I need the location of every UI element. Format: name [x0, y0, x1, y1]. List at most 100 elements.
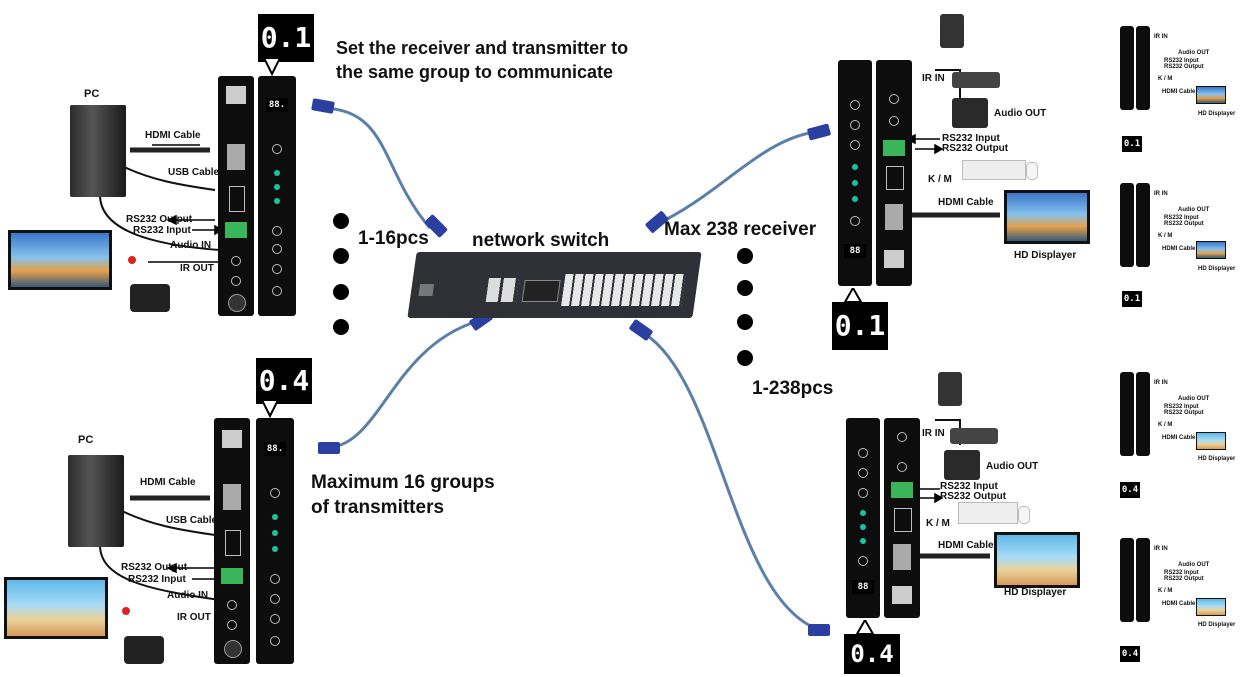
hdmi-cable-label: HDMI Cable: [1162, 601, 1196, 607]
callout-pointer: [855, 620, 875, 635]
hd-displayer-icon: [1196, 86, 1226, 104]
hdmi-cable-label: HDMI Cable: [145, 130, 201, 141]
rx-group-display: 0.4: [844, 634, 900, 674]
ir-in-label: IR IN: [922, 428, 945, 439]
rs232-output-label: RS232 Output: [126, 214, 193, 225]
ir-window-icon: [270, 488, 280, 498]
power-led: [272, 546, 278, 552]
rs232-input-label: RS232 Input: [1164, 570, 1199, 576]
ir-out-label: IR OUT: [180, 263, 214, 274]
rs232-output-label: RS232 Output: [1164, 410, 1204, 416]
lan-port-icon: [222, 430, 242, 448]
hdmi-cable-label: HDMI Cable: [1162, 435, 1196, 441]
hdmi-cable-label: HDMI Cable: [938, 197, 994, 208]
power-led: [274, 198, 280, 204]
rs232-terminal-icon: [883, 140, 905, 156]
audio-jack-icon: [889, 116, 899, 126]
down-button-icon: [858, 448, 868, 458]
audio-in-label: Audio IN: [167, 590, 209, 601]
power-led: [860, 538, 866, 544]
rs232-terminal-icon: [221, 568, 243, 584]
rs232-output-label: RS232 Output: [121, 562, 188, 573]
hd-displayer-label: HD Displayer: [1004, 587, 1067, 598]
power-adapter-icon: [130, 284, 170, 312]
ellipsis-dot: [333, 213, 349, 229]
rx-segment-display: 88: [844, 244, 866, 258]
ir-receiver-icon: [950, 428, 998, 444]
receiver-thumbnail: IR IN Audio OUT RS232 Input RS232 Output…: [1118, 165, 1235, 315]
hd-displayer-label: HD Displayer: [1198, 111, 1236, 117]
rx-group-display: 0.4: [1120, 646, 1140, 662]
rj45-connector: [311, 98, 335, 114]
max-receiver-label: Max 238 receiver: [664, 219, 817, 240]
ir-in-label: IR IN: [1154, 34, 1168, 40]
ir-in-label: IR IN: [1154, 546, 1168, 552]
rx-segment-display: 88: [852, 580, 874, 594]
cable-tx-top: [319, 106, 432, 229]
rx-back-panel: [884, 418, 920, 618]
ir-in-label: IR IN: [922, 73, 945, 84]
pc-tower-icon: [70, 105, 126, 197]
ellipsis-dot: [737, 248, 753, 264]
power-adapter-icon: [940, 14, 964, 48]
hdmi-port-icon: [893, 544, 911, 570]
ok-button-icon: [270, 636, 280, 646]
audio-jack-icon: [231, 256, 241, 266]
rs232-output-label: RS232 Output: [942, 143, 1009, 154]
status-led: [852, 180, 858, 186]
status-led: [274, 184, 280, 190]
ir-window-icon: [850, 216, 860, 226]
rx-back-panel: [1136, 26, 1150, 110]
power-adapter-icon: [124, 636, 164, 664]
hd-displayer-icon: [1196, 432, 1226, 450]
cable-rx-bottom: [637, 328, 821, 632]
hd-displayer-label: HD Displayer: [1198, 456, 1236, 462]
rs232-terminal-icon: [891, 482, 913, 498]
hdmi-port-icon: [227, 144, 245, 170]
power-adapter-icon: [938, 372, 962, 406]
tx-segment-display: 88.: [266, 98, 288, 112]
ok-button-icon: [272, 286, 282, 296]
up-button-icon: [270, 614, 280, 624]
ir-in-label: IR IN: [1154, 380, 1168, 386]
ir-window-icon: [858, 556, 868, 566]
km-label: K / M: [928, 174, 952, 185]
heading: Set the receiver and transmitter to the …: [336, 36, 628, 84]
max-groups-label: Maximum 16 groups of transmitters: [311, 470, 495, 520]
ir-jack-icon: [227, 620, 237, 630]
up-button-icon: [858, 468, 868, 478]
km-label: K / M: [1158, 422, 1173, 428]
tx-back-panel: [214, 418, 250, 664]
ir-receiver-icon: [952, 72, 1000, 88]
lan-port-icon: [226, 86, 246, 104]
max-groups-line-2: of transmitters: [311, 497, 445, 518]
ir-jack-icon: [889, 94, 899, 104]
km-label: K / M: [1158, 233, 1173, 239]
sfp-ports: [521, 280, 561, 302]
hd-displayer-label: HD Displayer: [1198, 266, 1236, 272]
rx-group-display: 0.4: [1120, 482, 1140, 498]
monitor-icon: [8, 230, 112, 290]
receiver-thumbnail: IR IN Audio OUT RS232 Input RS232 Output…: [1118, 8, 1235, 158]
rx-front-panel: 88: [846, 418, 880, 618]
rj45-connector: [629, 319, 653, 341]
speaker-icon: [952, 98, 988, 128]
audio-in-label: Audio IN: [170, 240, 212, 251]
return-button-icon: [850, 140, 860, 150]
hdmi-port-icon: [223, 484, 241, 510]
receiver-thumbnail: IR IN Audio OUT RS232 Input RS232 Output…: [1118, 352, 1235, 502]
heading-line-1: Set the receiver and transmitter to: [336, 38, 629, 58]
hd-displayer-icon: [1004, 190, 1090, 244]
rs232-input-label: RS232 Input: [942, 133, 1000, 144]
rs232-output-label: RS232 Output: [1164, 64, 1204, 70]
link-led: [852, 164, 858, 170]
rs232-input-label: RS232 Input: [940, 481, 998, 492]
down-button-icon: [272, 244, 282, 254]
hdmi-cable-label: HDMI Cable: [1162, 246, 1196, 252]
callout-pointer: [260, 400, 280, 418]
mouse-icon: [1026, 162, 1038, 180]
power-led: [852, 196, 858, 202]
rx-front-panel: 88: [838, 60, 872, 286]
